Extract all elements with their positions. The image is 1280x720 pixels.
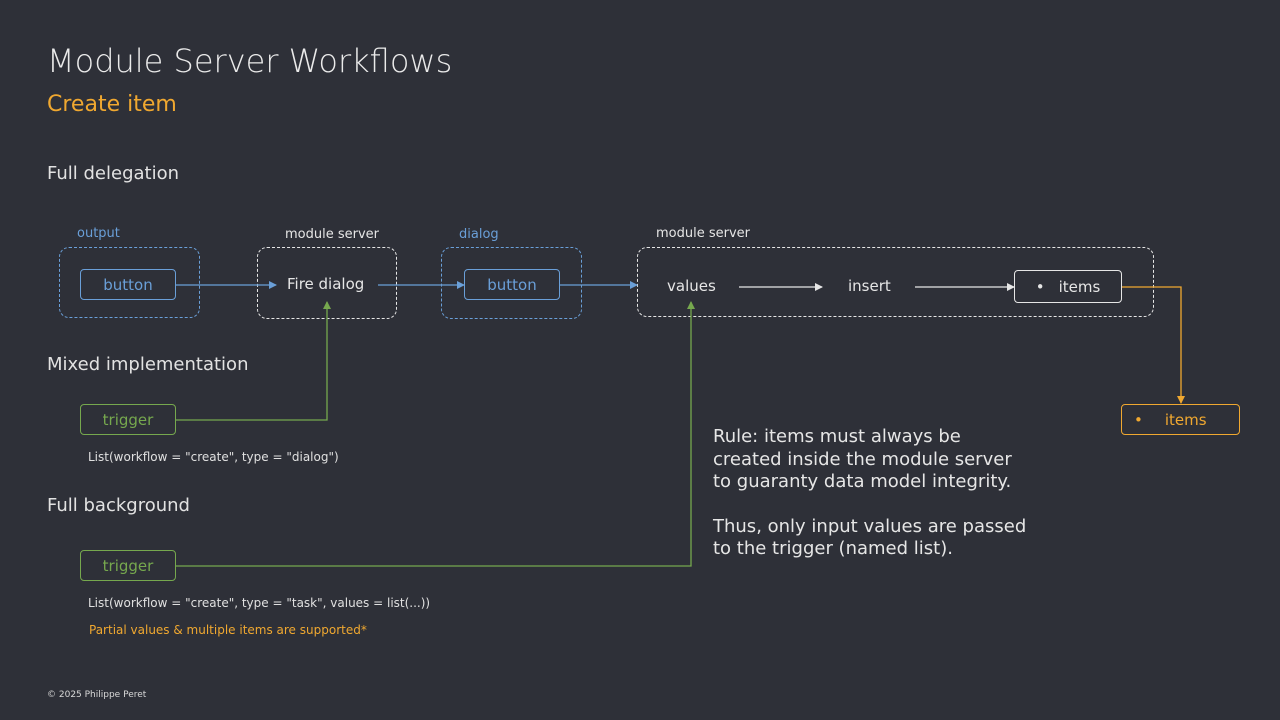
group-label-dialog: dialog xyxy=(459,227,499,242)
dialog-group xyxy=(441,247,582,319)
output-button[interactable]: button xyxy=(80,269,176,300)
code-mixed: List(workflow = "create", type = "dialog… xyxy=(88,450,339,464)
edge-items-to-external-items xyxy=(1122,286,1185,404)
group-label-module-server-1: module server xyxy=(285,227,380,242)
output-group xyxy=(59,247,200,318)
page-subtitle: Create item xyxy=(47,92,177,117)
insert-node: insert xyxy=(848,277,891,295)
items-external-node: • items xyxy=(1121,404,1240,435)
items-label: items xyxy=(1058,277,1101,296)
edge-trigger-background-to-values xyxy=(176,301,695,567)
section-full-delegation: Full delegation xyxy=(47,163,180,184)
partial-values-note: Partial values & multiple items are supp… xyxy=(89,623,367,637)
footer-copyright: © 2025 Philippe Peret xyxy=(47,690,147,700)
items-external-bullet: • xyxy=(1134,410,1143,429)
section-full-background: Full background xyxy=(47,495,190,516)
page-title: Module Server Workflows xyxy=(47,42,453,80)
items-external-label: items xyxy=(1164,410,1207,429)
rule-line-1: Rule: items must always be created insid… xyxy=(713,426,1012,492)
edge-trigger-mixed-to-fire-dialog xyxy=(176,301,331,421)
values-node: values xyxy=(667,277,716,295)
section-mixed-implementation: Mixed implementation xyxy=(47,354,249,375)
items-bullet: • xyxy=(1035,277,1045,296)
rule-text: Rule: items must always be created insid… xyxy=(713,426,1033,561)
trigger-mixed-button[interactable]: trigger xyxy=(80,404,176,435)
group-label-module-server-2: module server xyxy=(656,226,751,241)
code-background: List(workflow = "create", type = "task",… xyxy=(88,596,431,610)
items-node: • items xyxy=(1014,270,1122,303)
group-label-output: output xyxy=(77,226,120,241)
trigger-background-button[interactable]: trigger xyxy=(80,550,176,581)
fire-dialog-node: Fire dialog xyxy=(287,275,365,293)
rule-line-2: Thus, only input values are passed to th… xyxy=(713,515,1027,560)
